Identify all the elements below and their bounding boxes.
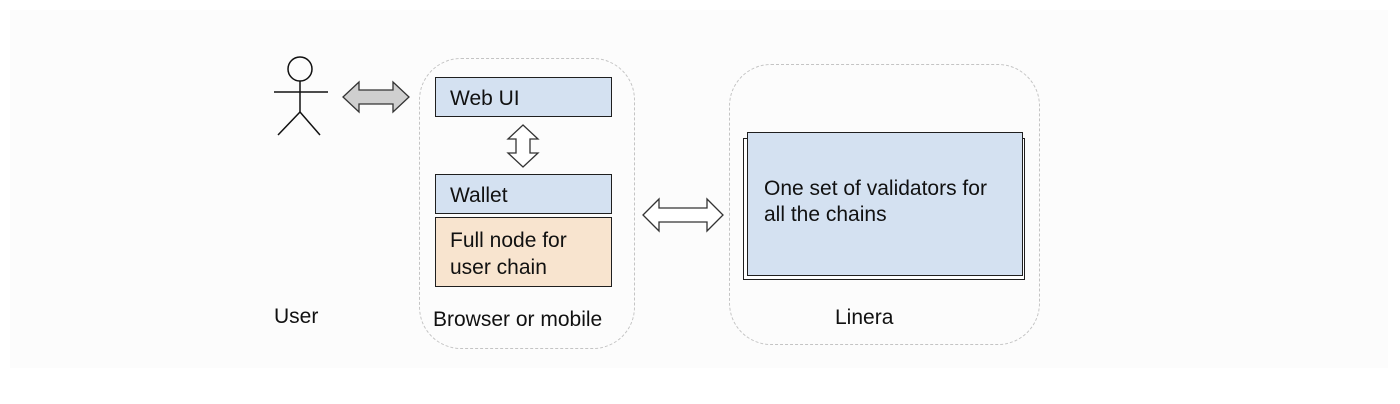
user-stick-figure-icon [274,56,328,136]
linera-group-container [729,64,1040,345]
full-node-box: Full node for user chain [435,217,612,287]
browser-group-container [419,58,635,349]
linera-group-label: Linera [835,306,894,329]
browser-linera-double-arrow-icon [642,197,724,233]
web-ui-box: Web UI [435,77,612,117]
wallet-box: Wallet [435,174,612,214]
validators-box: One set of validators for all the chains [747,132,1023,276]
diagram-canvas: User Web UI Wallet Full node for user ch… [10,10,1388,368]
user-browser-double-arrow-icon [342,80,410,114]
user-label: User [274,305,319,328]
web-ui-wallet-vertical-arrow-icon [506,124,540,168]
browser-group-label: Browser or mobile [433,308,603,331]
